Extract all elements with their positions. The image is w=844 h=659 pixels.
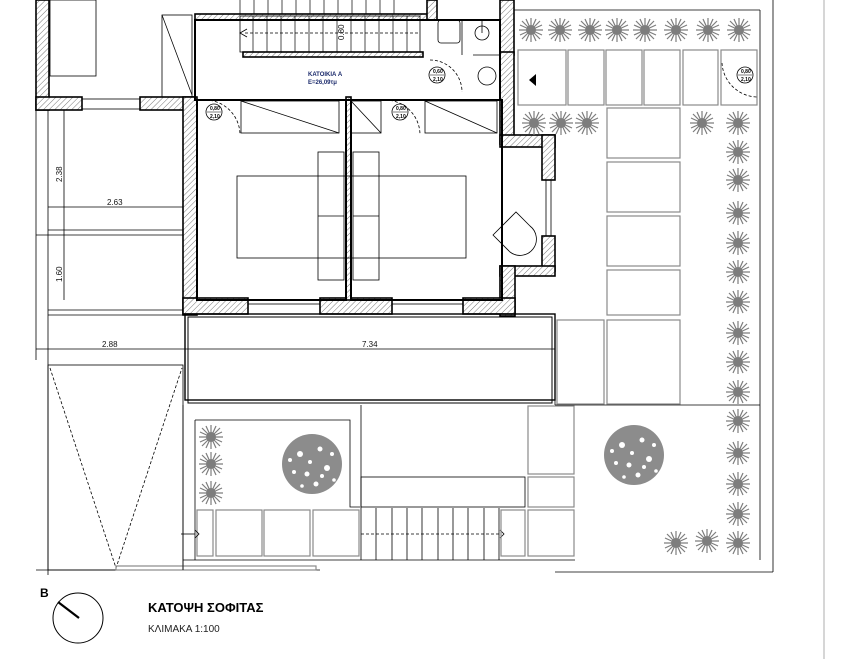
room-area: Ε=26,09τμ	[308, 80, 337, 86]
door-tag-4: 0,80 2,10	[721, 62, 759, 98]
svg-text:2,10: 2,10	[433, 77, 443, 83]
beds	[236, 151, 467, 281]
svg-text:0,60: 0,60	[433, 69, 443, 75]
drawing-title: ΚΑΤΟΨΗ ΣΟΦΙΤΑΣ	[148, 600, 264, 615]
bathroom	[437, 19, 500, 86]
dim-734: 7.34	[362, 340, 378, 349]
svg-text:2,10: 2,10	[210, 114, 220, 120]
door-tag-2: 0,80 2,10	[384, 99, 421, 136]
svg-text:0,80: 0,80	[396, 106, 406, 112]
north-letter: B	[40, 586, 49, 600]
svg-text:2,10: 2,10	[741, 77, 751, 83]
svg-text:0,80: 0,80	[210, 106, 220, 112]
dim-288: 2.88	[102, 340, 118, 349]
stair-height-label: 0.80	[337, 24, 346, 40]
shower-tray	[492, 211, 537, 256]
svg-text:2,10: 2,10	[396, 114, 406, 120]
drawing-scale: ΚΛΙΜΑΚΑ 1:100	[148, 624, 220, 635]
svg-text:0,80: 0,80	[741, 69, 751, 75]
dim-238: 2.38	[55, 166, 64, 182]
stair-top: 0.80	[239, 0, 424, 58]
right-garden	[514, 0, 825, 659]
room-name: ΚΑΤΟΙΚΙΑ Α	[308, 72, 343, 78]
door-tag-3: 0,60 2,10	[428, 59, 463, 93]
upper-left-fixture	[49, 0, 97, 77]
door-tag-1: 0,80 2,10	[204, 99, 241, 136]
dim-160: 1.60	[55, 266, 64, 282]
dim-263: 2.63	[107, 198, 123, 207]
north-arrow	[52, 592, 104, 644]
lower-garden	[181, 405, 575, 570]
walls	[35, 0, 556, 317]
